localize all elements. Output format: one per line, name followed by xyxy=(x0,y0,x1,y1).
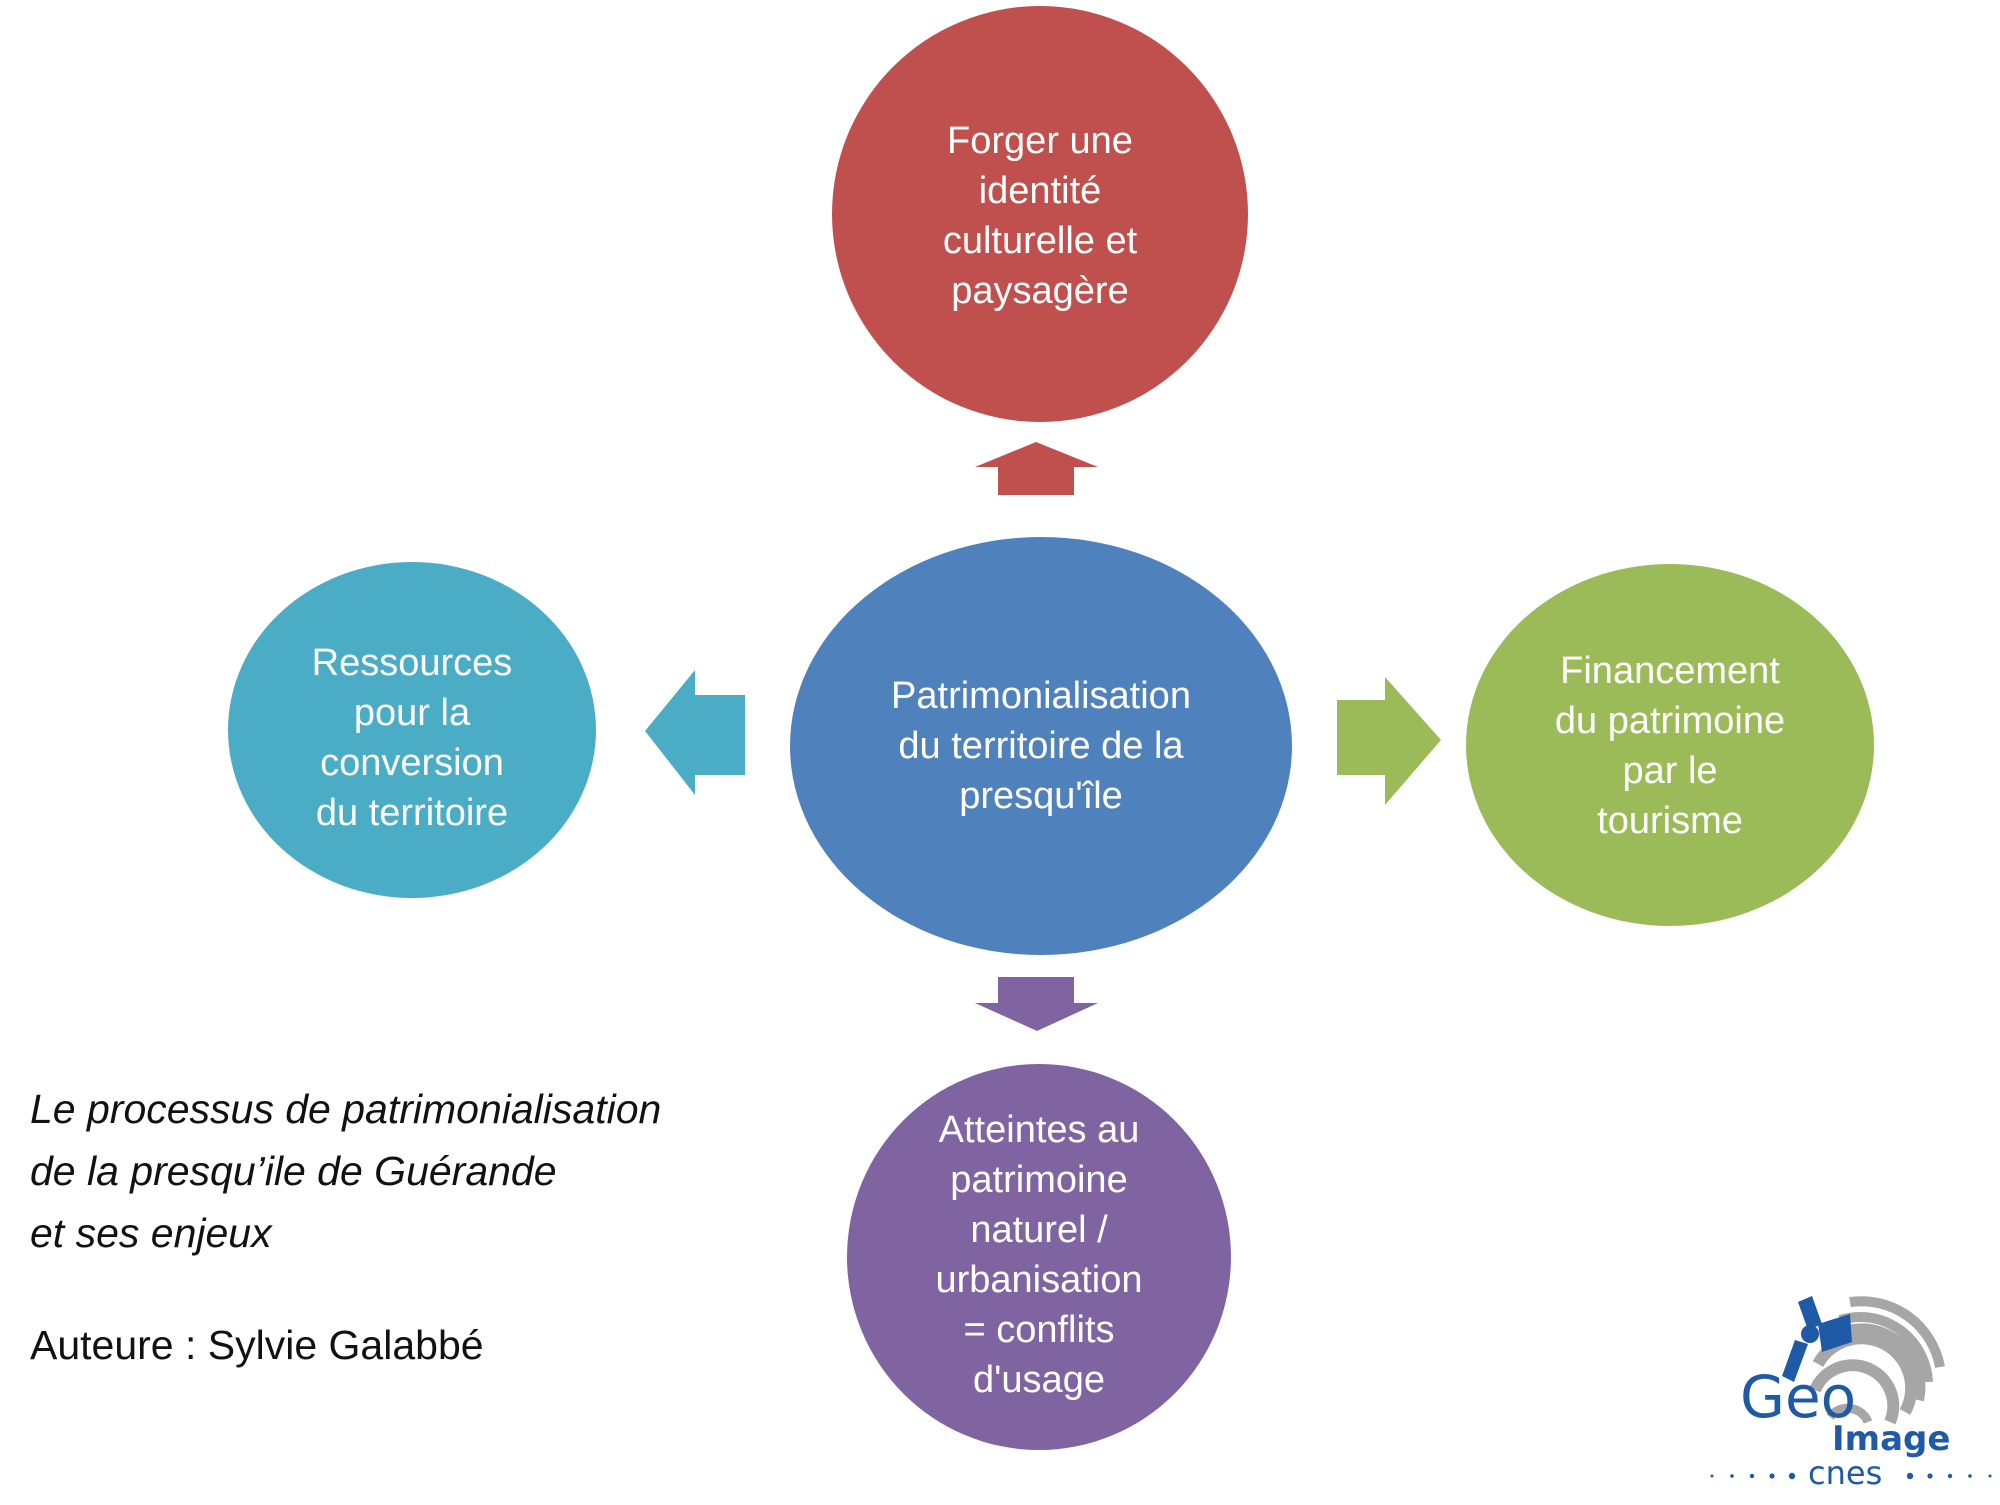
node-bottom-line: Atteintes au xyxy=(938,1109,1140,1151)
arrow-left-icon xyxy=(645,670,745,795)
satellite-icon xyxy=(1782,1296,1852,1382)
node-bottom-label: Atteintes au patrimoine naturel / urbani… xyxy=(870,1075,1208,1435)
node-center-line: du territoire de la xyxy=(898,725,1184,767)
arrow-up-icon xyxy=(975,442,1098,495)
node-right-line: du patrimoine xyxy=(1554,700,1786,742)
diagram-caption: Le processus de patrimonialisation de la… xyxy=(30,1078,661,1264)
logo-geo-text: Geo xyxy=(1740,1363,1856,1431)
node-top-line: paysagère xyxy=(951,270,1129,312)
node-bottom-line: = conflits xyxy=(963,1309,1115,1351)
node-right-line: tourisme xyxy=(1597,800,1743,842)
geoimage-cnes-logo: Geo Image cnes xyxy=(1710,1296,1992,1492)
node-bottom-line: patrimoine xyxy=(950,1159,1128,1201)
node-center-line: presqu'île xyxy=(959,775,1123,817)
node-bottom-line: urbanisation xyxy=(935,1259,1143,1301)
node-left-line: pour la xyxy=(353,692,471,734)
caption-line: Le processus de patrimonialisation xyxy=(30,1086,662,1132)
node-top-line: culturelle et xyxy=(942,220,1138,262)
logo-cnes-text: cnes xyxy=(1808,1454,1882,1492)
arrow-down-icon xyxy=(975,977,1098,1031)
caption-line: de la presqu’ile de Guérande xyxy=(30,1148,557,1194)
node-bottom-line: d'usage xyxy=(973,1359,1105,1401)
node-top-line: Forger une xyxy=(947,120,1133,162)
node-right-line: par le xyxy=(1622,750,1718,792)
author-credit: Auteure : Sylvie Galabbé xyxy=(30,1322,484,1368)
node-bottom-line: naturel / xyxy=(970,1209,1108,1251)
node-left-label: Ressources pour la conversion du territo… xyxy=(250,578,574,898)
arrow-right-icon xyxy=(1337,677,1441,805)
node-center-shape xyxy=(790,537,1292,955)
node-right-shape xyxy=(1466,564,1874,926)
node-left-line: Ressources xyxy=(311,642,513,684)
node-top-line: identité xyxy=(978,170,1102,212)
node-top-label: Forger une identité culturelle et paysag… xyxy=(862,56,1218,376)
node-left-line: du territoire xyxy=(315,792,509,834)
node-right-label: Financement du patrimoine par le tourism… xyxy=(1490,586,1850,906)
node-center-label: Patrimonialisation du territoire de la p… xyxy=(820,586,1262,906)
node-center-line: Patrimonialisation xyxy=(891,675,1191,717)
node-bottom-shape xyxy=(847,1064,1231,1450)
logo-image-text: Image xyxy=(1832,1419,1950,1459)
node-top-shape xyxy=(832,6,1248,422)
node-left-shape xyxy=(228,562,596,898)
node-right-line: Financement xyxy=(1560,650,1780,692)
caption-line: et ses enjeux xyxy=(30,1210,272,1256)
logo-dots xyxy=(1710,1472,1992,1480)
node-left-line: conversion xyxy=(320,742,504,784)
